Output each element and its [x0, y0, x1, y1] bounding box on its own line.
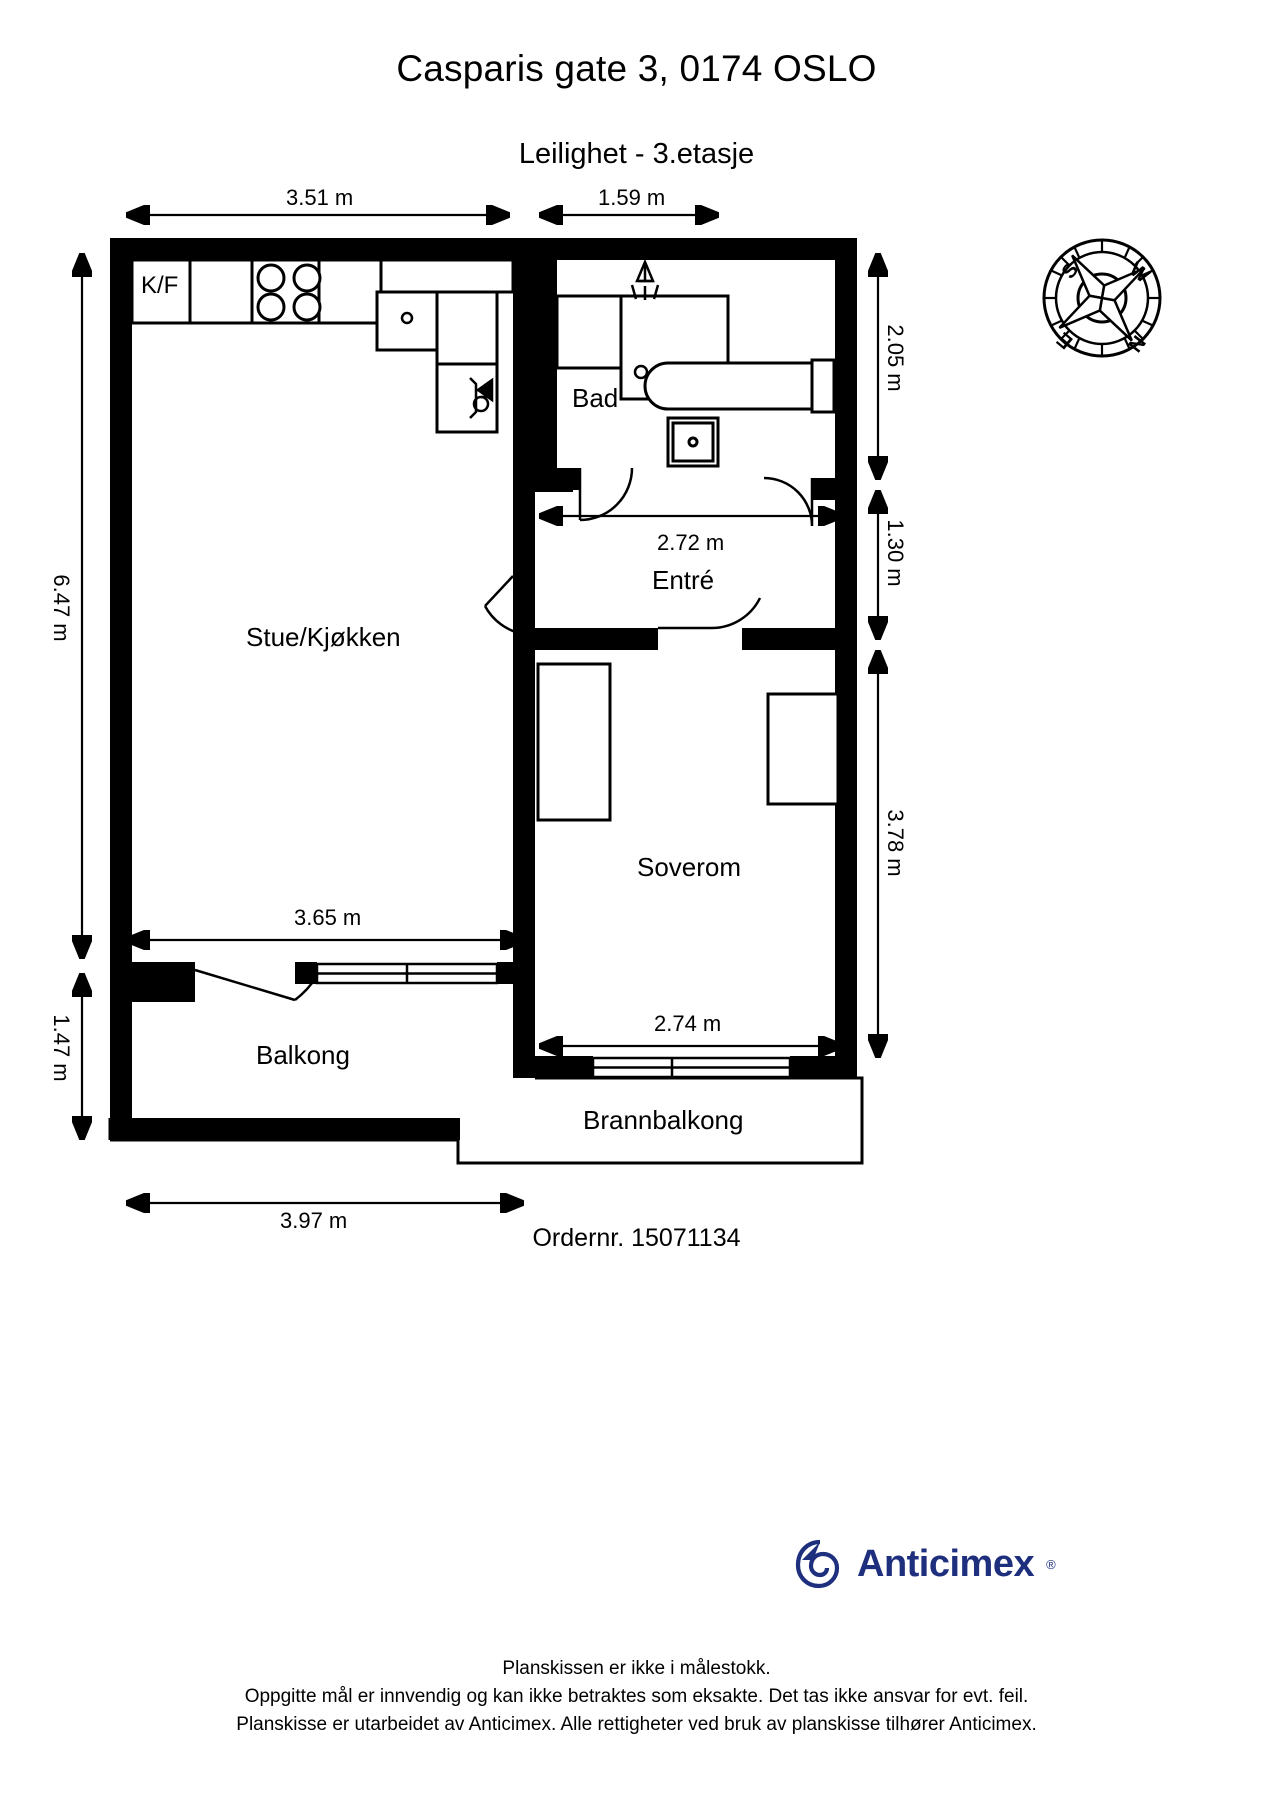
- footer-line-2: Oppgitte mål er innvendig og kan ikke be…: [244, 1686, 1029, 1707]
- dimension-entre-width: 2.72 m: [657, 530, 725, 555]
- footer-line-3: Planskisse er utarbeidet av Anticimex. A…: [236, 1714, 1037, 1735]
- room-label-balkong: Balkong: [256, 1040, 350, 1070]
- room-label-stue-kjokken: Stue/Kjøkken: [246, 622, 401, 652]
- shower-icon: [630, 258, 660, 300]
- room-label-kf: K/F: [141, 272, 179, 299]
- dimension-arrows: [82, 215, 878, 1203]
- dimension-soverom-width: 2.74 m: [654, 1011, 722, 1036]
- toilet-icon: [643, 358, 836, 414]
- washing-machine-icon: [469, 377, 494, 419]
- floor-drain-icon: [633, 364, 649, 380]
- dimension-top-right: 1.59 m: [598, 185, 666, 210]
- balcony-outlines: [108, 1076, 864, 1165]
- compass-rose: S W N E: [1042, 238, 1162, 358]
- dimension-right-entre: 1.30 m: [883, 519, 908, 587]
- cooktop-icon: [256, 263, 322, 322]
- dimension-top-left: 3.51 m: [286, 185, 354, 210]
- dimension-total-width: 3.97 m: [280, 1208, 348, 1233]
- order-number: Ordernr. 15071134: [532, 1224, 741, 1252]
- brand-name: Anticimex: [857, 1542, 1035, 1585]
- walls: [110, 238, 857, 1140]
- room-label-soverom: Soverom: [637, 852, 742, 882]
- floor-plan-drawing: S W N E: [0, 0, 1162, 1320]
- room-label-entre: Entré: [652, 565, 715, 595]
- brand-logo: Anticimex ®: [795, 1538, 1060, 1590]
- dimension-stue-width: 3.65 m: [294, 905, 362, 930]
- dimension-left-main: 6.47 m: [49, 574, 74, 642]
- anticimex-spiral-icon: [795, 1539, 840, 1589]
- windows: [315, 962, 792, 1079]
- washbasin-icon: [666, 416, 720, 468]
- room-label-bad: Bad: [572, 383, 619, 413]
- dimension-right-bad: 2.05 m: [883, 324, 908, 392]
- room-label-brannbalkong: Brannbalkong: [583, 1105, 744, 1135]
- sink-icon: [400, 311, 414, 325]
- brand-registered-mark: ®: [1046, 1556, 1056, 1572]
- kitchen-fixtures: [130, 258, 515, 434]
- page-title: Casparis gate 3, 0174 OSLO: [396, 48, 877, 89]
- page-subtitle: Leilighet - 3.etasje: [518, 138, 755, 170]
- dimension-right-soverom: 3.78 m: [883, 809, 908, 877]
- dimension-left-balcony: 1.47 m: [49, 1014, 74, 1082]
- footer-line-1: Planskissen er ikke i målestokk.: [502, 1658, 771, 1679]
- bedroom-furniture: [536, 662, 840, 822]
